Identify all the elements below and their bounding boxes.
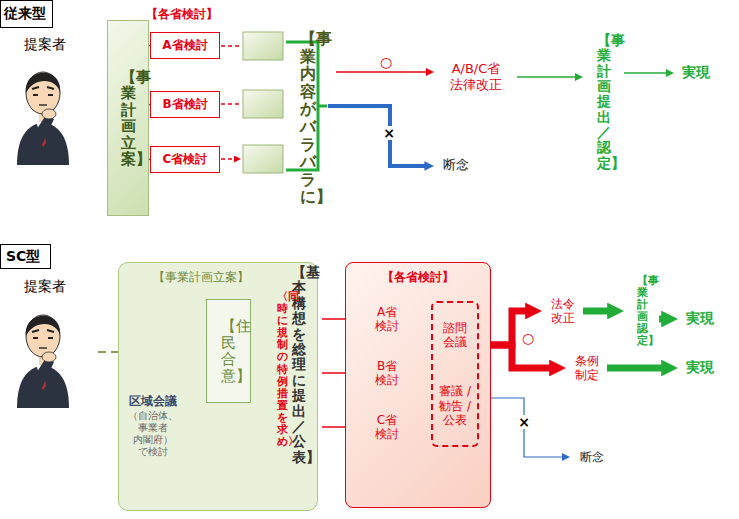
result-text: 実現: [676, 62, 716, 84]
node-text: 審議 /勧告 /公表: [433, 384, 477, 427]
node-text: 断念: [443, 156, 469, 174]
node-text: 実現: [686, 359, 714, 377]
node-text: 【事業計画提出／認定】: [597, 33, 611, 172]
ministry-box: B省検討: [150, 91, 220, 118]
node-text: 〈同時に規制の特例措置を求め〉: [277, 291, 288, 448]
node-text: B省 検討: [365, 359, 409, 388]
node-text: 区域会議: [129, 393, 177, 410]
connector: [336, 71, 429, 73]
node-text: 実現: [682, 64, 710, 82]
type-label: SC型: [6, 248, 40, 266]
vertical-heading: 【事業計画認定】: [626, 262, 658, 360]
connector: [328, 106, 428, 166]
result-text: 実現: [680, 357, 720, 379]
empty-box: [243, 90, 283, 118]
plan-panel: 【事業計画立案】区域会議（自治体、 事業者 内閣府） で検討 【住民合意】 【基本構…: [118, 262, 318, 511]
plan-box: 【事業計画立案】: [107, 20, 149, 216]
meeting-text: 区域会議（自治体、 事業者 内閣府） で検討: [123, 393, 183, 465]
ministry-panel: 【各省検討】A省 検討B省 検討C省 検討諮問 会議審議 /勧告 /公表: [345, 262, 491, 508]
node-text: 【各省検討】: [382, 269, 454, 286]
council-box: 諮問 会議審議 /勧告 /公表: [431, 301, 479, 447]
consent-box: 【住民合意】: [206, 299, 251, 403]
node-text: C省 検討: [365, 413, 409, 442]
node-text: A省検討: [162, 37, 207, 54]
node-text: 法令 改正: [544, 297, 582, 326]
edge-label: ○: [521, 331, 535, 345]
ministry-text: B省 検討: [365, 353, 409, 393]
node-text: A/B/C省 法律改正: [436, 61, 516, 92]
section-label: 【各省検討】: [146, 6, 218, 23]
ministry-box: C省検討: [150, 146, 220, 173]
vertical-heading: 【基本構想を総理に提出／公表】〈同時に規制の特例措置を求め〉: [261, 263, 321, 506]
ministry-box: A省検討: [150, 32, 220, 59]
node-text: （自治体、 事業者 内閣府） で検討: [123, 410, 183, 458]
person-figure: [17, 315, 69, 408]
node-text: 実現: [686, 310, 714, 328]
node-text: 【住民合意】: [221, 318, 236, 384]
empty-box: [243, 32, 283, 60]
node-text: 【事業計画立案】: [153, 269, 249, 286]
connector: [517, 76, 578, 78]
connector: [480, 398, 565, 457]
result-text: A/B/C省 法律改正: [436, 58, 516, 96]
edge-label: ○: [379, 55, 393, 69]
role-label: 提案者: [24, 278, 66, 296]
node-text: 【基本構想を総理に提出／公表】: [292, 265, 306, 465]
role-label: 提案者: [24, 36, 66, 54]
node-text: 諮問 会議: [433, 321, 477, 350]
edge-label: ×: [382, 126, 396, 140]
vertical-heading: 【事業内容がバラバラに】: [287, 8, 328, 228]
connector: [659, 316, 668, 323]
result-text: 断念: [436, 154, 476, 176]
vertical-heading: 【事業計画提出／認定】: [585, 14, 623, 190]
type-box: [1, 245, 51, 269]
node-text: C省検討: [163, 151, 208, 168]
person-figure: [17, 72, 69, 165]
dashed-arrow: [221, 46, 241, 159]
type-box: [1, 1, 53, 28]
connector: [607, 365, 668, 372]
type-label: 従来型: [4, 5, 46, 23]
node-text: 条例 制定: [568, 354, 606, 383]
connector: [480, 345, 556, 368]
ministry-text: A省 検討: [365, 299, 409, 339]
connector: [583, 308, 614, 315]
ministry-text: C省 検討: [365, 407, 409, 447]
node-text: B省検討: [162, 96, 207, 113]
edge-label: ×: [517, 415, 531, 429]
result-text: 法令 改正: [544, 292, 582, 330]
result-text: 断念: [572, 446, 612, 468]
node-text: 断念: [580, 449, 604, 466]
empty-box: [243, 145, 283, 173]
node-text: 【事業内容がバラバラに】: [300, 30, 316, 206]
result-text: 実現: [680, 308, 720, 330]
node-text: 【事業計画立案】: [121, 69, 136, 168]
connector: [624, 72, 669, 74]
node-text: A省 検討: [365, 305, 409, 334]
node-text: 【事業計画認定】: [637, 275, 648, 348]
result-text: 条例 制定: [568, 348, 606, 388]
